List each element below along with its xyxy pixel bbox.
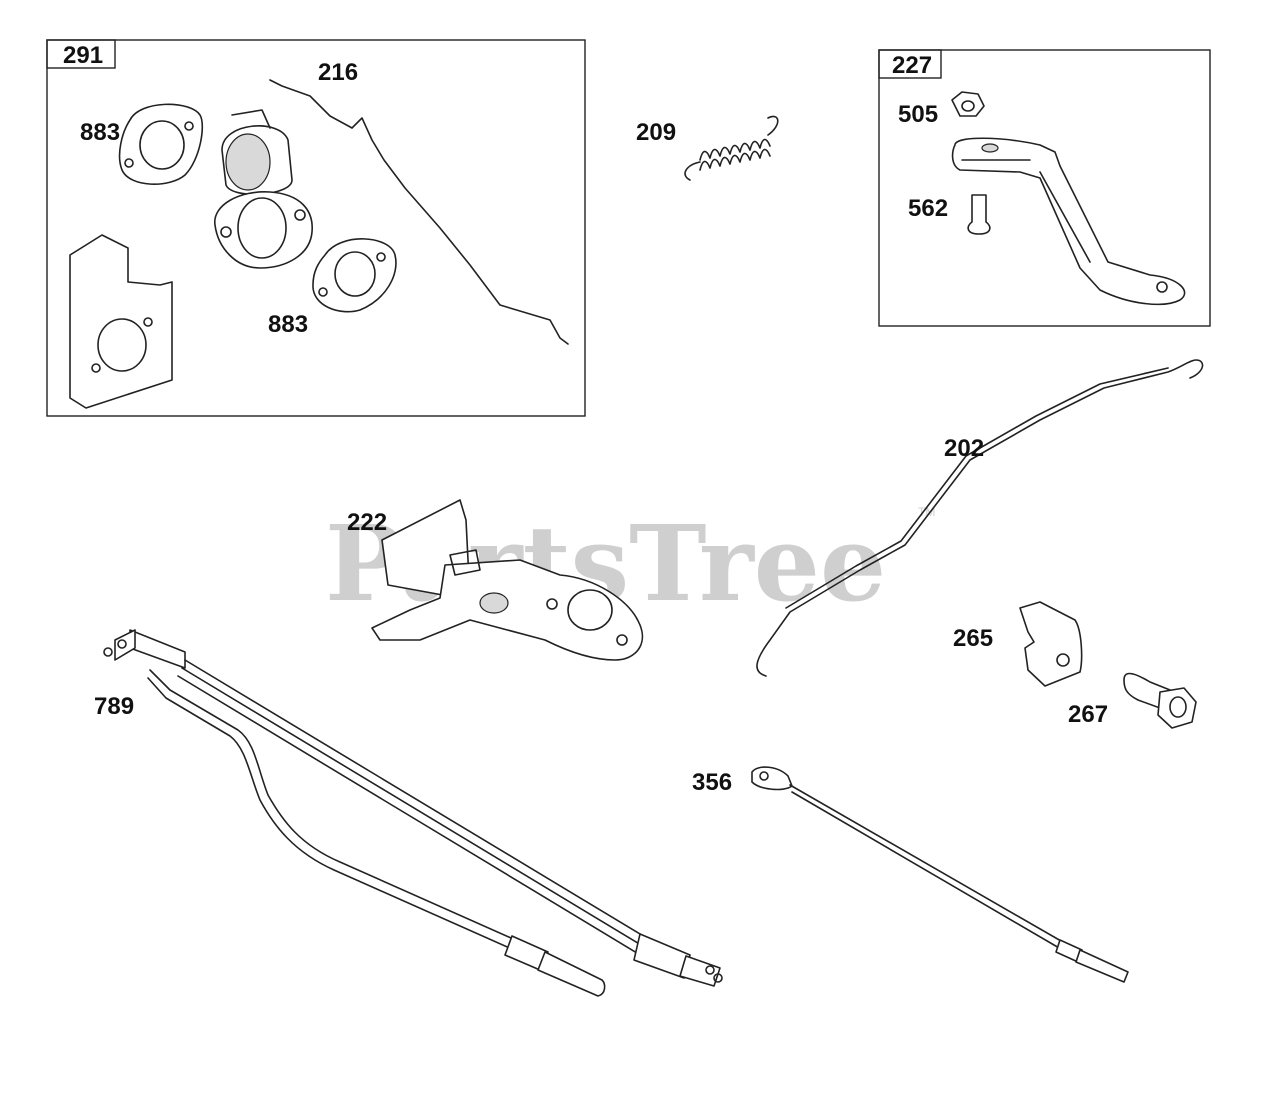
watermark-trademark: TM bbox=[918, 505, 935, 519]
carburetor-assembly[interactable] bbox=[214, 109, 313, 269]
wire-harness-789[interactable] bbox=[103, 629, 723, 997]
governor-arm[interactable] bbox=[951, 137, 1186, 306]
group-291-tag bbox=[46, 39, 116, 69]
part-label-789[interactable]: 789 bbox=[94, 693, 134, 720]
gasket-883-upper[interactable] bbox=[118, 103, 204, 185]
governor-rod-216[interactable] bbox=[269, 79, 569, 345]
part-label-562[interactable]: 562 bbox=[908, 195, 948, 222]
group-291: 291 bbox=[46, 39, 586, 417]
spring-209[interactable] bbox=[684, 115, 779, 181]
part-label-265[interactable]: 265 bbox=[953, 625, 993, 652]
group-227: 227 505 562 bbox=[878, 49, 1211, 327]
mounting-plate[interactable] bbox=[69, 234, 173, 409]
group-227-tag bbox=[878, 49, 942, 79]
part-label-209[interactable]: 209 bbox=[636, 119, 676, 146]
group-227-label[interactable]: 227 bbox=[892, 52, 932, 79]
screw-267[interactable] bbox=[1123, 672, 1197, 729]
part-label-202[interactable]: 202 bbox=[944, 435, 984, 462]
nut-505[interactable] bbox=[951, 91, 985, 117]
pin-562[interactable] bbox=[967, 194, 991, 235]
part-label-222[interactable]: 222 bbox=[347, 509, 387, 536]
link-rod-202[interactable] bbox=[756, 359, 1204, 677]
gasket-883-lower[interactable] bbox=[312, 238, 397, 313]
group-291-frame bbox=[46, 39, 586, 417]
part-label-883-lower[interactable]: 883 bbox=[268, 311, 308, 338]
group-227-frame bbox=[878, 49, 1211, 327]
part-label-356[interactable]: 356 bbox=[692, 769, 732, 796]
control-bracket-222[interactable] bbox=[371, 499, 644, 661]
part-label-883-upper[interactable]: 883 bbox=[80, 119, 120, 146]
group-291-label[interactable]: 291 bbox=[63, 42, 103, 69]
part-label-216[interactable]: 216 bbox=[318, 59, 358, 86]
ground-wire-356[interactable] bbox=[751, 766, 1129, 983]
part-label-267[interactable]: 267 bbox=[1068, 701, 1108, 728]
clip-265[interactable] bbox=[1019, 601, 1083, 687]
part-label-505[interactable]: 505 bbox=[898, 101, 938, 128]
